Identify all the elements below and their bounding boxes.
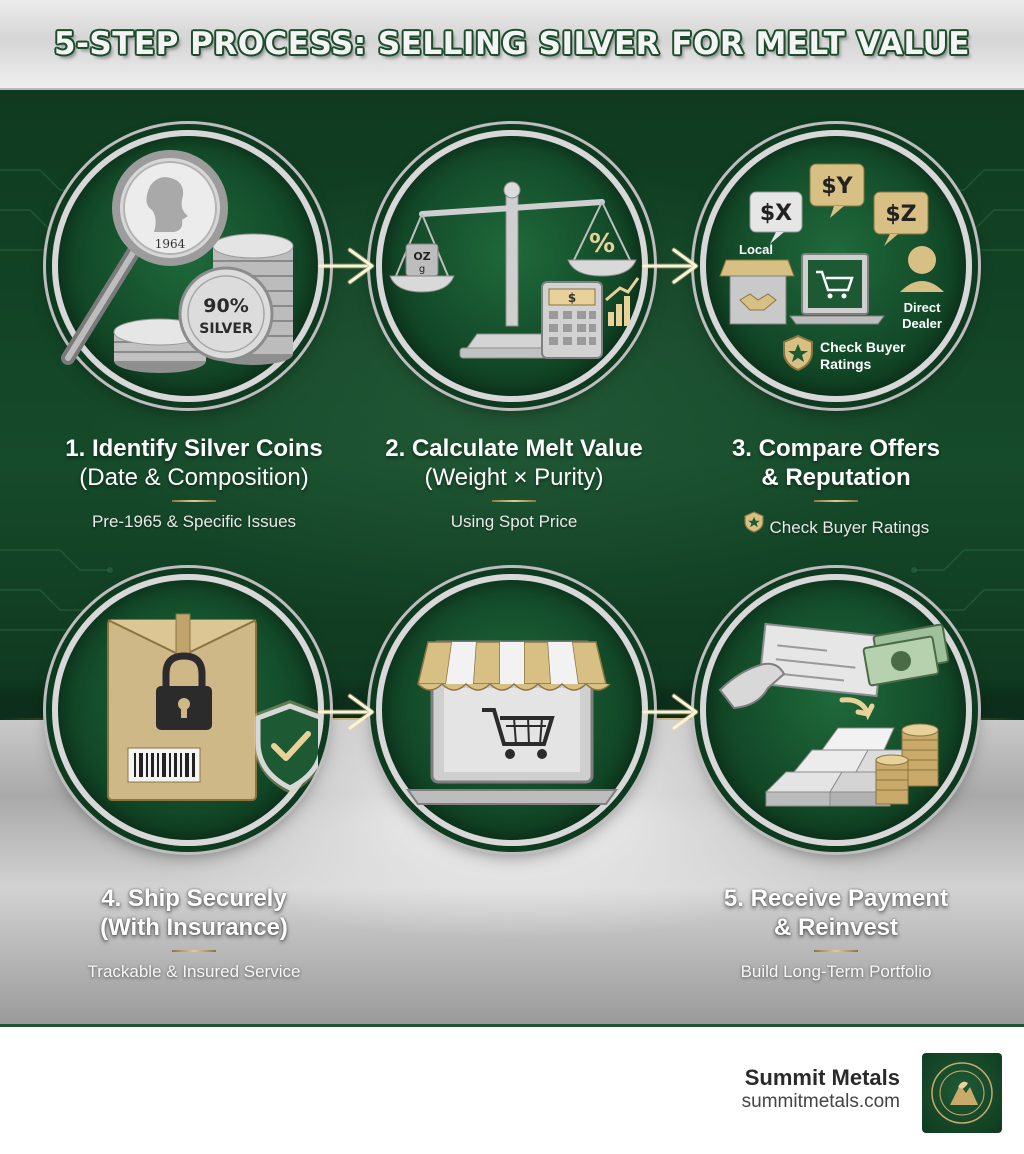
brand-logo <box>922 1053 1002 1133</box>
step-2-title-line2: (Weight × Purity) <box>424 464 604 491</box>
cart-icon <box>482 708 555 759</box>
step-3-title-line2: & Reputation <box>761 464 911 491</box>
step-3-caption: 3. Compare Offers & Reputation Check Buy… <box>686 434 986 539</box>
step-5-title-line2: & Reinvest <box>773 914 899 941</box>
laptop-base <box>406 789 618 805</box>
offer-bubble-x: $X <box>749 191 803 244</box>
footer-divider <box>0 1024 1024 1027</box>
shield-check-icon <box>254 700 318 794</box>
step-5-subtitle: Build Long-Term Portfolio <box>740 962 932 981</box>
step-1-caption: 1. Identify Silver Coins (Date & Composi… <box>44 434 344 533</box>
caption-divider <box>172 950 216 952</box>
dealer-label-1: Direct <box>904 300 942 315</box>
brand-name: Summit Metals <box>744 1065 900 1090</box>
person-icon <box>900 246 944 292</box>
offer-x: $X <box>760 201 792 226</box>
step-4-illustration <box>52 574 324 846</box>
laptop-cart-icon <box>789 253 885 325</box>
online-marketplace-illustration <box>376 574 648 846</box>
gold-coins-icon <box>875 723 939 805</box>
hand-icon <box>718 662 786 710</box>
mountain-lion-icon <box>950 1085 978 1105</box>
step-3-title: 3. Compare Offers <box>731 435 941 462</box>
step-4-subtitle: Trackable & Insured Service <box>87 962 301 981</box>
silver-bars-icon <box>764 727 917 807</box>
step-1-title-line2: (Date & Composition) <box>79 464 309 491</box>
local-label: Local <box>739 242 773 257</box>
step-1-title: 1. Identify Silver Coins <box>65 435 323 462</box>
step-4-caption: 4. Ship Securely (With Insurance) Tracka… <box>44 884 344 983</box>
coin-label-silver: SILVER <box>199 321 253 337</box>
barcode-icon <box>127 747 201 783</box>
step-2-title: 2. Calculate Melt Value <box>385 435 643 462</box>
step-5-illustration <box>700 574 972 846</box>
caption-divider <box>814 950 858 952</box>
ratings-label-1: Check Buyer <box>820 339 906 355</box>
weight-label: OZ <box>413 250 430 263</box>
arrow-icon <box>317 247 375 285</box>
step-5-caption: 5. Receive Payment & Reinvest Build Long… <box>686 884 986 983</box>
caption-divider <box>172 500 216 502</box>
step-4-title: 4. Ship Securely <box>101 885 287 912</box>
shield-star-icon <box>783 334 813 372</box>
shield-star-icon <box>744 511 764 533</box>
curved-arrow-icon <box>839 697 875 721</box>
caption-divider <box>814 500 858 502</box>
percent-label: % <box>589 229 615 259</box>
step-5-title: 5. Receive Payment <box>723 885 949 912</box>
step-2-caption: 2. Calculate Melt Value (Weight × Purity… <box>364 434 664 533</box>
calculator-display: $ <box>568 291 576 305</box>
step-3-illustration: $X $Y $Z Local <box>700 130 972 402</box>
offer-bubble-y: $Y <box>809 163 865 218</box>
storefront-icon <box>417 640 611 784</box>
weight-unit: g <box>419 264 425 275</box>
step-4-title-line2: (With Insurance) <box>100 914 288 941</box>
caption-divider <box>492 500 536 502</box>
offer-z: $Z <box>885 202 916 227</box>
scale-icon: OZ g % <box>389 181 637 359</box>
check-icon <box>271 731 311 761</box>
arrow-icon <box>317 693 375 731</box>
offer-bubble-z: $Z <box>873 191 929 246</box>
header: 5-STEP PROCESS: SELLING SILVER FOR MELT … <box>0 0 1024 90</box>
offer-y: $Y <box>821 174 853 199</box>
page-title: 5-STEP PROCESS: SELLING SILVER FOR MELT … <box>54 26 970 62</box>
calculator-icon: $ <box>541 281 603 359</box>
arrow-icon <box>641 693 699 731</box>
dealer-label-2: Dealer <box>902 316 942 331</box>
silver-coin-icon: 90% SILVER <box>178 266 274 362</box>
step-1-illustration: 90% SILVER 1964 <box>52 130 324 402</box>
brand-url[interactable]: summitmetals.com <box>741 1091 900 1112</box>
step-1-subtitle: Pre-1965 & Specific Issues <box>91 512 297 531</box>
lock-icon <box>156 652 212 730</box>
chart-icon <box>605 277 640 326</box>
step-2-illustration: OZ g % $ <box>376 130 648 402</box>
coin-year: 1964 <box>155 237 186 251</box>
step-3-subtitle-row: Check Buyer Ratings <box>686 511 986 539</box>
magnifier-icon: 1964 <box>61 150 228 365</box>
cheque-icon <box>718 622 884 710</box>
footer: Summit Metals summitmetals.com <box>0 1027 1024 1154</box>
ratings-label-2: Ratings <box>820 356 872 372</box>
cash-icon <box>862 623 950 687</box>
step-2-subtitle: Using Spot Price <box>450 512 578 531</box>
step-3-subtitle: Check Buyer Ratings <box>769 518 930 537</box>
arrow-icon <box>641 247 699 285</box>
storefront-icon <box>719 259 795 325</box>
coin-label-percent: 90% <box>203 295 248 317</box>
